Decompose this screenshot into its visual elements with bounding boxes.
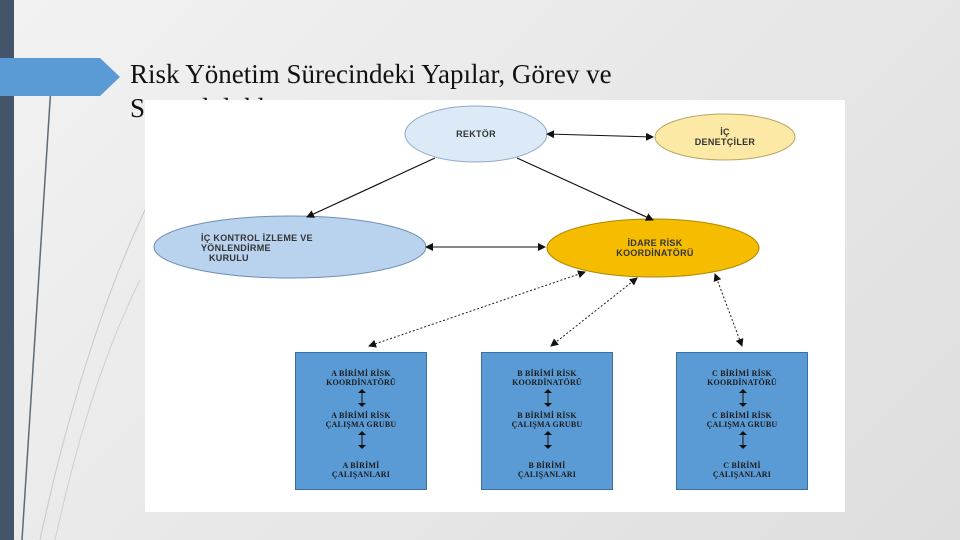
double-arrow-icon bbox=[739, 431, 747, 449]
ic-denetciler-node bbox=[654, 113, 796, 161]
title-arrow-icon bbox=[0, 58, 120, 96]
rektor-label: REKTÖR bbox=[456, 129, 496, 139]
double-arrow-icon bbox=[739, 389, 747, 407]
dotted-arrow-idare-a bbox=[368, 270, 586, 348]
arrow-rektor-ic-kontrol bbox=[306, 157, 436, 218]
arrow-rektor-idare bbox=[516, 157, 654, 221]
title-line-1: Risk Yönetim Sürecindeki Yapılar, Görev … bbox=[130, 59, 612, 89]
double-arrow-icon bbox=[358, 389, 366, 407]
double-arrow-icon bbox=[358, 431, 366, 449]
connector-layer bbox=[153, 105, 796, 348]
double-arrow-icon bbox=[544, 389, 552, 407]
arrow-rektor-ic-denetciler bbox=[546, 130, 654, 141]
double-arrow-icon bbox=[544, 431, 552, 449]
dotted-arrow-idare-b bbox=[550, 277, 638, 347]
side-band bbox=[0, 0, 14, 540]
dotted-arrow-idare-c bbox=[713, 273, 744, 347]
